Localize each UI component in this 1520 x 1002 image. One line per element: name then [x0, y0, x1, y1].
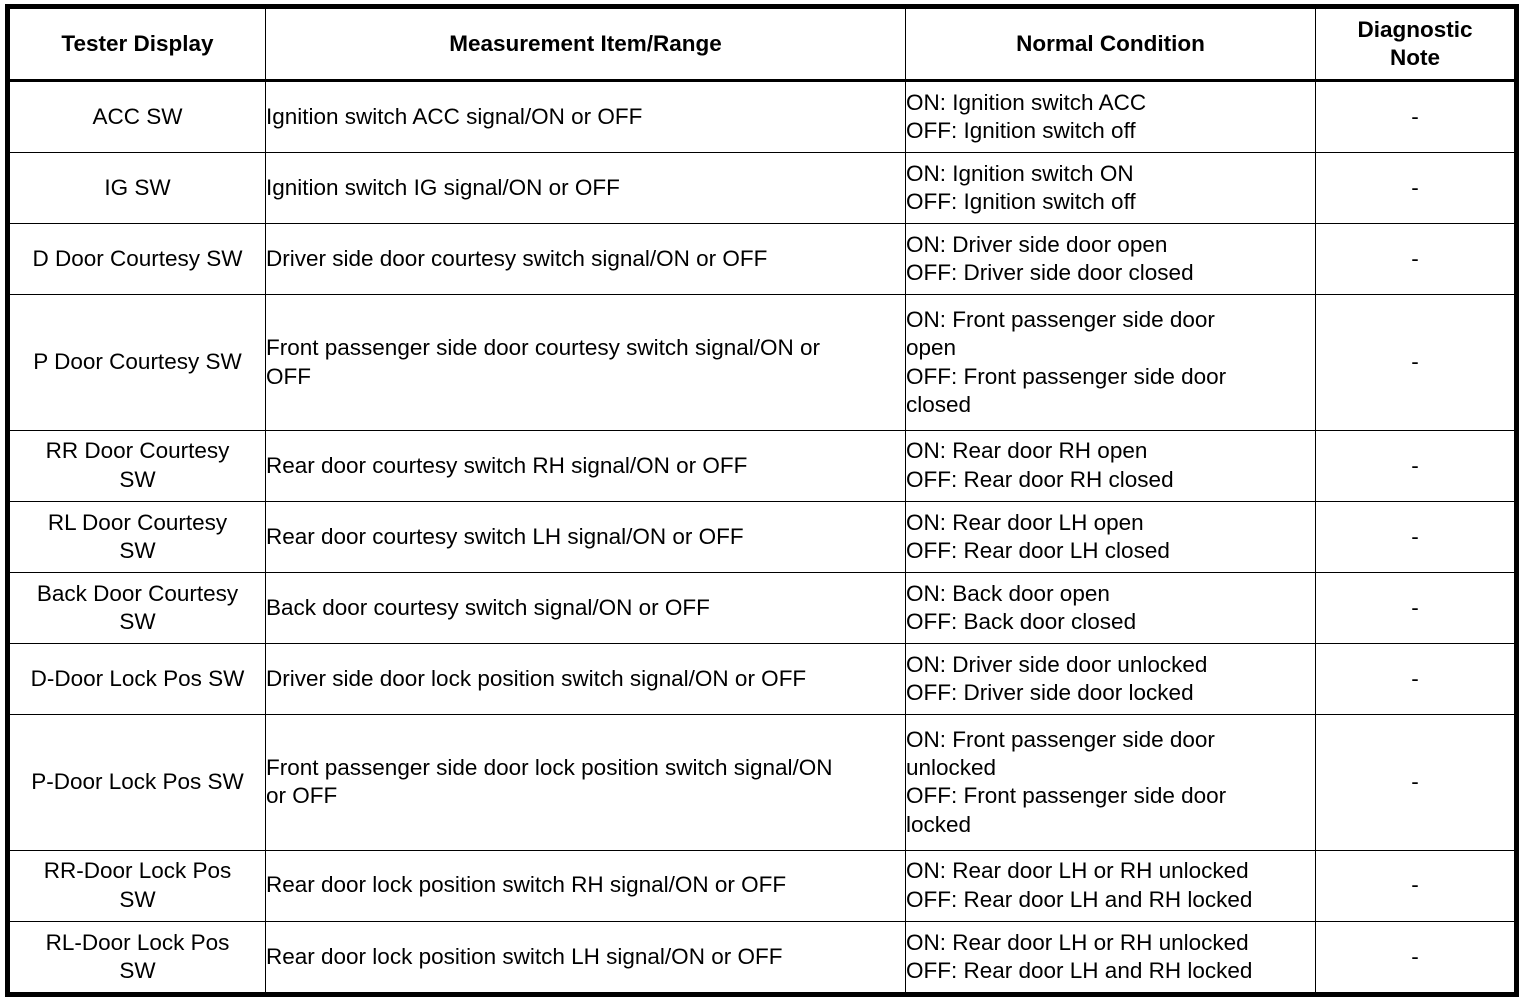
cell-normal-condition: ON: Rear door LH or RH unlocked OFF: Rea…	[905, 849, 1316, 922]
cell-tester-display: Back Door Courtesy SW	[7, 571, 266, 645]
cell-diagnostic-note: -	[1315, 849, 1517, 922]
cell-measurement-item-range: Ignition switch IG signal/ON or OFF	[265, 152, 906, 225]
cell-measurement-item-range: Rear door lock position switch RH signal…	[265, 849, 906, 922]
cell-diagnostic-note: -	[1315, 500, 1517, 574]
cell-measurement-item-range: Ignition switch ACC signal/ON or OFF	[265, 79, 906, 154]
table-header: Tester Display Measurement Item/Range No…	[7, 6, 1517, 81]
cell-tester-display: RR-Door Lock Pos SW	[7, 849, 266, 922]
cell-normal-condition: ON: Front passenger side door unlocked O…	[905, 714, 1316, 851]
cell-diagnostic-note: -	[1315, 714, 1517, 851]
cell-diagnostic-note: -	[1315, 152, 1517, 225]
cell-tester-display: P-Door Lock Pos SW	[7, 714, 266, 851]
cell-diagnostic-note: -	[1315, 223, 1517, 296]
cell-tester-display: P Door Courtesy SW	[7, 294, 266, 431]
cell-normal-condition: ON: Back door open OFF: Back door closed	[905, 571, 1316, 645]
cell-tester-display: D-Door Lock Pos SW	[7, 643, 266, 716]
cell-normal-condition: ON: Driver side door open OFF: Driver si…	[905, 223, 1316, 296]
cell-measurement-item-range: Rear door lock position switch LH signal…	[265, 920, 906, 996]
cell-diagnostic-note: -	[1315, 294, 1517, 431]
column-header-tester-display: Tester Display	[7, 6, 266, 81]
tester-display-spec-table: Tester Display Measurement Item/Range No…	[5, 4, 1519, 997]
column-header-measurement-item-range: Measurement Item/Range	[265, 6, 906, 81]
cell-measurement-item-range: Driver side door courtesy switch signal/…	[265, 223, 906, 296]
cell-measurement-item-range: Front passenger side door courtesy switc…	[265, 294, 906, 431]
cell-normal-condition: ON: Front passenger side door open OFF: …	[905, 294, 1316, 431]
cell-measurement-item-range: Rear door courtesy switch RH signal/ON o…	[265, 429, 906, 502]
cell-measurement-item-range: Back door courtesy switch signal/ON or O…	[265, 571, 906, 645]
cell-tester-display: RL Door Courtesy SW	[7, 500, 266, 574]
cell-tester-display: RR Door Courtesy SW	[7, 429, 266, 502]
cell-measurement-item-range: Driver side door lock position switch si…	[265, 643, 906, 716]
cell-tester-display: RL-Door Lock Pos SW	[7, 920, 266, 996]
cell-normal-condition: ON: Driver side door unlocked OFF: Drive…	[905, 643, 1316, 716]
cell-normal-condition: ON: Ignition switch ACC OFF: Ignition sw…	[905, 79, 1316, 154]
cell-normal-condition: ON: Rear door RH open OFF: Rear door RH …	[905, 429, 1316, 502]
column-header-diagnostic-note: Diagnostic Note	[1315, 6, 1517, 81]
cell-tester-display: ACC SW	[7, 79, 266, 154]
cell-tester-display: D Door Courtesy SW	[7, 223, 266, 296]
header-row: Tester Display Measurement Item/Range No…	[7, 6, 1517, 81]
cell-diagnostic-note: -	[1315, 429, 1517, 502]
cell-diagnostic-note: -	[1315, 571, 1517, 645]
cell-normal-condition: ON: Rear door LH or RH unlocked OFF: Rea…	[905, 920, 1316, 996]
cell-normal-condition: ON: Ignition switch ON OFF: Ignition swi…	[905, 152, 1316, 225]
cell-diagnostic-note: -	[1315, 643, 1517, 716]
cell-normal-condition: ON: Rear door LH open OFF: Rear door LH …	[905, 500, 1316, 574]
cell-measurement-item-range: Front passenger side door lock position …	[265, 714, 906, 851]
cell-diagnostic-note: -	[1315, 79, 1517, 154]
cell-tester-display: IG SW	[7, 152, 266, 225]
cell-measurement-item-range: Rear door courtesy switch LH signal/ON o…	[265, 500, 906, 574]
cell-diagnostic-note: -	[1315, 920, 1517, 996]
column-header-normal-condition: Normal Condition	[905, 6, 1316, 81]
